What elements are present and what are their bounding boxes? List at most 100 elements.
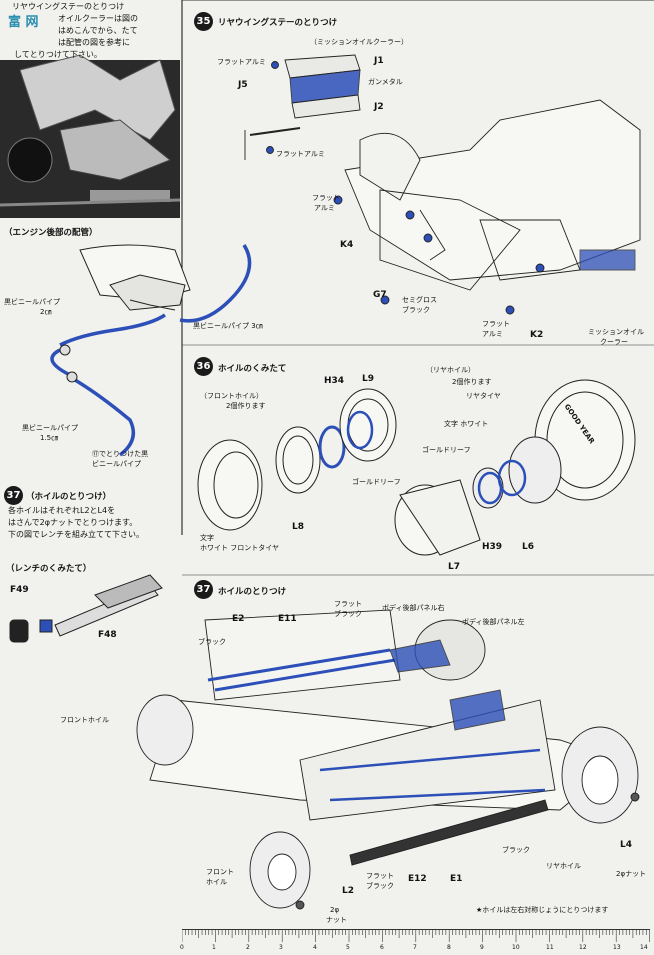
part-h34: H34 [324, 376, 345, 386]
label-nut-2a: 2φ [330, 906, 340, 914]
part-l9: L9 [362, 374, 374, 384]
piping-title: （エンジン後部の配管） [4, 228, 98, 238]
label-cut-pipe-2: ビニールパイプ [92, 460, 141, 468]
caption-line-4: は配管の図を参考に [58, 38, 130, 47]
label-flat-black-2: ブラック [334, 610, 362, 618]
ruler-tick: 9 [480, 944, 484, 951]
label-flat-alumi-d1: フラット [482, 320, 510, 328]
part-j5: J5 [238, 80, 248, 90]
label-flat-alumi-c1: フラット [312, 194, 340, 202]
label-semi-gloss-2: ブラック [402, 306, 430, 314]
rear-wheel-title: （リヤホイル） [426, 366, 475, 374]
step-35-subtitle: （ミッションオイルクーラー） [310, 38, 408, 46]
caption-line-2: オイルクーラーは図の [58, 14, 138, 23]
engine-photo [0, 54, 181, 218]
part-j1: J1 [374, 56, 384, 66]
step-36-badge: 36 [194, 357, 213, 376]
label-black-pipe-3: 黒ビニールパイプ 3㎝ [193, 322, 263, 330]
ruler-tick: 3 [279, 944, 283, 951]
label-text-white: 文字 ホワイト [444, 420, 489, 428]
caption-line-5: してとりつけて下さい。 [14, 50, 102, 59]
label-flat-alumi-c2: アルミ [314, 204, 335, 212]
caption-line-1: リヤウイングステーのとりつけ [12, 2, 125, 11]
label-nut-right: 2φナット [616, 870, 647, 878]
label-black-a: ブラック [198, 638, 226, 646]
label-cut-pipe-1: ⑰でとりつけた黒 [92, 450, 149, 458]
label-mission-2: クーラー [600, 338, 628, 346]
ruler-tick: 2 [246, 944, 250, 951]
ruler-tick: 12 [579, 944, 587, 951]
part-l2: L2 [342, 886, 354, 896]
ruler-tick: 6 [380, 944, 384, 951]
label-black-b: ブラック [502, 846, 530, 854]
label-black-pipe-15-len: 1.5㎝ [40, 434, 59, 442]
label-semi-gloss-1: セミグロス [402, 296, 437, 304]
step-35-badge: 35 [194, 12, 213, 31]
caption-line-3: はめこんでから、たて [58, 26, 138, 35]
ruler-tick: 5 [346, 944, 350, 951]
step-37-body-1: 各ホイルはそれぞれL2とL4を [8, 506, 116, 515]
part-e12: E12 [408, 874, 427, 884]
rear-wheel-qty: 2個作ります [452, 378, 492, 386]
label-front-wheel-2b: ホイル [206, 878, 227, 886]
label-flat-black-3: フラット [366, 872, 394, 880]
label-gold-leaf-a: ゴールドリーフ [422, 446, 471, 454]
step-37-left-badge: 37 [4, 486, 23, 505]
part-e11: E11 [278, 614, 297, 624]
step-37-title: ホイルのとりつけ [218, 587, 287, 597]
watermark: 富 网 [8, 15, 39, 30]
step-37-body-3: 下の図でレンチを組み立てて下さい。 [8, 530, 144, 539]
label-body-panel-left: ボディ後部パネル左 [462, 618, 525, 626]
ruler-marks [182, 930, 650, 942]
label-rear-tire: リヤタイヤ [466, 392, 501, 400]
label-flat-alumi-d2: アルミ [482, 330, 503, 338]
label-flat-black-4: ブラック [366, 882, 394, 890]
part-f49: F49 [10, 585, 29, 595]
step37-diagram [136, 609, 640, 910]
ruler-tick: 14 [640, 944, 648, 951]
wrench-title: （レンチのくみたて） [6, 564, 92, 574]
part-f48: F48 [98, 630, 117, 640]
label-front-wheel: フロントホイル [60, 716, 109, 724]
part-l6: L6 [522, 542, 534, 552]
ruler-tick: 1 [212, 944, 216, 951]
ruler-tick: 11 [546, 944, 554, 951]
symmetry-note: ★ホイルは左右対称じょうにとりつけます [476, 906, 609, 914]
part-g7: G7 [373, 290, 387, 300]
front-wheel-qty: 2個作ります [226, 402, 266, 410]
step-36-title: ホイルのくみたて [218, 364, 287, 374]
part-l8: L8 [292, 522, 304, 532]
part-h39: H39 [482, 542, 503, 552]
label-gunmetal: ガンメタル [368, 78, 403, 86]
step-37-left-title: （ホイルのとりつけ） [26, 492, 112, 502]
ruler-tick: 4 [313, 944, 317, 951]
wrench-diagram [9, 574, 163, 643]
step-37-body-2: はさんで2φナットでとりつけます。 [8, 518, 138, 527]
ruler-tick: 10 [512, 944, 520, 951]
label-nut-2b: ナット [326, 916, 347, 924]
ruler-tick: 13 [613, 944, 621, 951]
label-front-wheel-2a: フロント [206, 868, 234, 876]
step-37-badge: 37 [194, 580, 213, 599]
part-k2: K2 [530, 330, 544, 340]
ruler-tick: 7 [413, 944, 417, 951]
front-wheel-title: （フロントホイル） [200, 392, 263, 400]
part-e2: E2 [232, 614, 245, 624]
label-mission-1: ミッションオイル [588, 328, 644, 336]
part-e1: E1 [450, 874, 463, 884]
ruler: 0 1 2 3 4 5 6 7 8 9 10 11 12 13 14 [180, 929, 650, 954]
label-black-pipe-15: 黒ビニールパイプ [22, 424, 78, 432]
ruler-tick: 0 [180, 944, 184, 951]
label-gold-leaf-b: ゴールドリーフ [352, 478, 401, 486]
label-black-pipe-2: 黒ビニールパイプ [4, 298, 60, 306]
label-rear-wheel: リヤホイル [546, 862, 581, 870]
step35-diagram [244, 54, 641, 315]
part-l4: L4 [620, 840, 632, 850]
label-flat-black-1: フラット [334, 600, 362, 608]
piping-diagram [50, 244, 252, 457]
label-front-text-2: ホワイト フロントタイヤ [200, 544, 280, 552]
ruler-tick: 8 [447, 944, 451, 951]
label-body-panel-right: ボディ後部パネル右 [382, 604, 445, 612]
